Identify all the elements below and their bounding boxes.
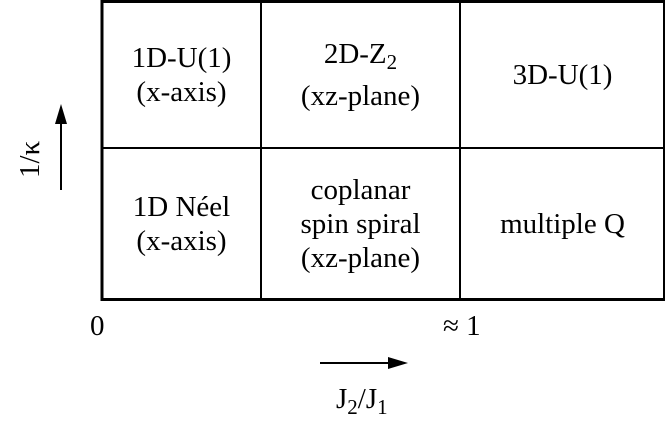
cell-2d-z2-xz-plane: 2D-Z2 (xz-plane) [261, 2, 460, 148]
x-axis-label-sep: /J [357, 383, 378, 415]
x-axis-label-main: J [336, 383, 348, 415]
x-tick-start: 0 [90, 310, 105, 342]
x-tick-end: ≈ 1 [443, 310, 481, 342]
cell-r2c2-line-2: spin spiral [300, 207, 421, 240]
cell-r2c2-line-1: coplanar [310, 173, 411, 206]
cell-r2c3-line-1: multiple Q [500, 207, 625, 240]
cell-coplanar-spin-spiral: coplanar spin spiral (xz-plane) [261, 148, 460, 299]
cell-1d-neel-x-axis: 1D Néel (x-axis) [102, 148, 261, 299]
cell-r1c2-line-1: 2D-Z2 [324, 37, 397, 79]
cell-r1c1-line-2: (x-axis) [136, 76, 227, 108]
cell-r1c2-line-1-text: 2D-Z [323, 38, 387, 70]
cell-r2c1-line-2: (x-axis) [136, 224, 227, 257]
y-axis-label: 1/κ [14, 140, 46, 178]
y-axis-arrow [55, 104, 67, 190]
cell-r1c3-line-1: 3D-U(1) [512, 59, 613, 91]
cell-multiple-q: multiple Q [460, 148, 665, 299]
x-axis-label-sub-1: 2 [347, 395, 358, 419]
cell-r1c1-line-1: 1D-U(1) [131, 42, 232, 74]
cell-r2c1-line-1: 1D Néel [132, 190, 231, 223]
cell-3d-u1: 3D-U(1) [460, 2, 665, 148]
cell-r1c2-subscript: 2 [386, 50, 398, 74]
x-axis-label-sub-2: 1 [377, 395, 388, 419]
cell-1d-u1-x-axis: 1D-U(1) (x-axis) [102, 2, 261, 148]
x-axis-label: J2/J1 [336, 383, 388, 420]
cell-r1c2-line-2: (xz-plane) [300, 80, 421, 112]
x-axis-arrow [320, 357, 408, 369]
cell-r2c2-line-3: (xz-plane) [300, 241, 421, 274]
